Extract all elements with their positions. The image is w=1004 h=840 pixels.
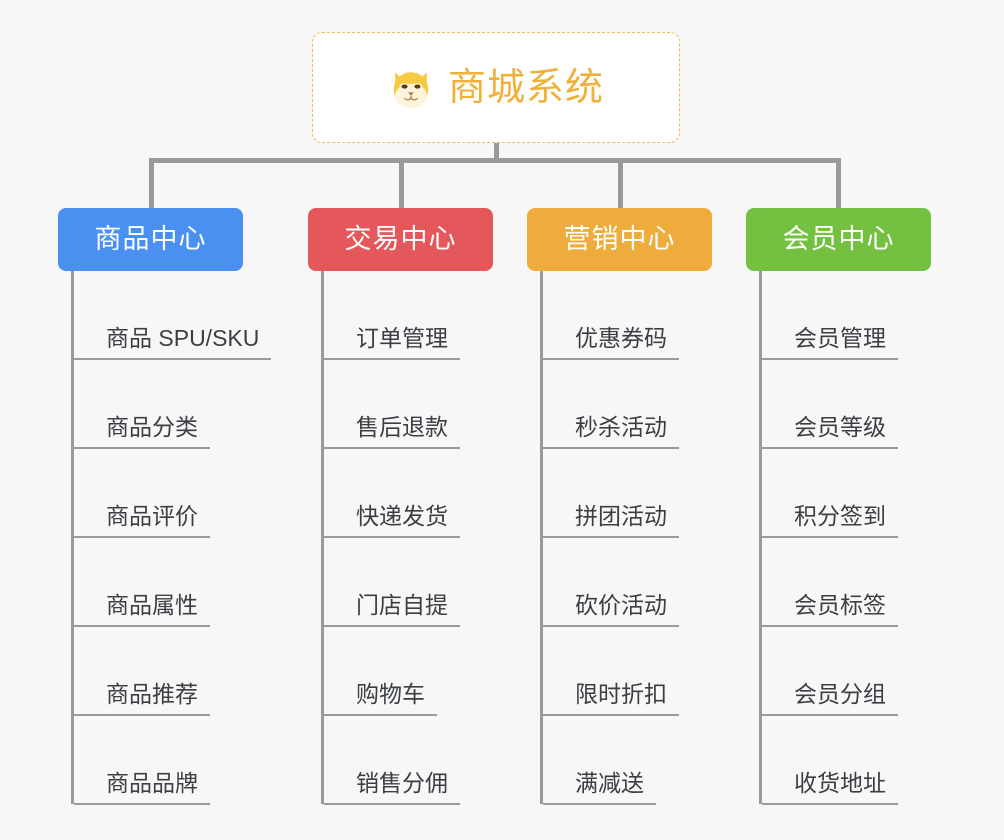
leaf-label: 会员管理: [794, 324, 886, 351]
leaf-underline: 秒杀活动: [543, 413, 679, 449]
leaf-label: 购物车: [356, 680, 425, 707]
leaf-underline: 快递发货: [324, 502, 460, 538]
leaf-label: 商品品牌: [106, 769, 198, 796]
leaf-underline: 购物车: [324, 680, 437, 716]
leaf-underline: 满减送: [543, 769, 656, 805]
leaf-item[interactable]: 订单管理: [324, 271, 460, 360]
category-box-3[interactable]: 会员中心: [746, 208, 931, 271]
category-label-0: 商品中心: [94, 224, 207, 254]
leaf-label: 门店自提: [356, 591, 448, 618]
leaf-item[interactable]: 商品属性: [74, 538, 210, 627]
leaf-label: 快递发货: [356, 502, 448, 529]
leaf-item[interactable]: 商品推荐: [74, 627, 210, 716]
leaf-spine-1: [321, 271, 324, 804]
leaf-label: 砍价活动: [575, 591, 667, 618]
leaf-item[interactable]: 砍价活动: [543, 538, 679, 627]
leaf-label: 满减送: [575, 769, 644, 796]
leaf-label: 秒杀活动: [575, 413, 667, 440]
leaf-item[interactable]: 拼团活动: [543, 449, 679, 538]
leaf-underline: 会员标签: [762, 591, 898, 627]
leaf-label: 限时折扣: [575, 680, 667, 707]
root-title: 商城系统: [447, 66, 604, 109]
connector-root-stem: [494, 143, 499, 162]
leaf-item[interactable]: 购物车: [324, 627, 437, 716]
category-box-2[interactable]: 营销中心: [527, 208, 712, 271]
leaf-underline: 会员分组: [762, 680, 898, 716]
leaf-item[interactable]: 满减送: [543, 716, 656, 805]
leaf-item[interactable]: 商品评价: [74, 449, 210, 538]
leaf-underline: 优惠券码: [543, 324, 679, 360]
leaf-label: 售后退款: [356, 413, 448, 440]
leaf-spine-0: [71, 271, 74, 804]
leaf-item[interactable]: 会员分组: [762, 627, 898, 716]
leaf-spine-2: [540, 271, 543, 804]
leaf-label: 商品 SPU/SKU: [106, 324, 260, 351]
leaf-item[interactable]: 售后退款: [324, 360, 460, 449]
category-label-3: 会员中心: [782, 224, 895, 254]
leaf-label: 商品分类: [106, 413, 198, 440]
leaf-underline: 收货地址: [762, 769, 898, 805]
leaf-item[interactable]: 会员等级: [762, 360, 898, 449]
leaf-item[interactable]: 商品分类: [74, 360, 210, 449]
leaf-underline: 会员管理: [762, 324, 898, 360]
leaf-item[interactable]: 限时折扣: [543, 627, 679, 716]
shiba-dog-icon: [388, 65, 434, 111]
leaf-label: 会员等级: [794, 413, 886, 440]
leaf-underline: 订单管理: [324, 324, 460, 360]
leaf-item[interactable]: 优惠券码: [543, 271, 679, 360]
leaf-item[interactable]: 商品 SPU/SKU: [74, 271, 272, 360]
leaf-underline: 会员等级: [762, 413, 898, 449]
leaf-label: 商品推荐: [106, 680, 198, 707]
leaf-underline: 积分签到: [762, 502, 898, 538]
leaf-underline: 售后退款: [324, 413, 460, 449]
leaf-underline: 销售分佣: [324, 769, 460, 805]
leaf-label: 商品评价: [106, 502, 198, 529]
leaf-label: 积分签到: [794, 502, 886, 529]
leaf-underline: 砍价活动: [543, 591, 679, 627]
category-box-1[interactable]: 交易中心: [308, 208, 493, 271]
leaf-underline: 商品分类: [74, 413, 210, 449]
leaf-item[interactable]: 门店自提: [324, 538, 460, 627]
leaf-underline: 商品评价: [74, 502, 210, 538]
category-label-1: 交易中心: [344, 224, 457, 254]
leaf-label: 收货地址: [794, 769, 886, 796]
connector-horizontal-bus: [149, 158, 840, 163]
connector-drop-4: [836, 158, 841, 210]
leaf-underline: 拼团活动: [543, 502, 679, 538]
category-label-2: 营销中心: [563, 224, 676, 254]
leaf-underline: 商品品牌: [74, 769, 210, 805]
leaf-underline: 门店自提: [324, 591, 460, 627]
leaf-label: 商品属性: [106, 591, 198, 618]
leaf-item[interactable]: 秒杀活动: [543, 360, 679, 449]
leaf-underline: 商品属性: [74, 591, 210, 627]
leaf-item[interactable]: 积分签到: [762, 449, 898, 538]
leaf-item[interactable]: 快递发货: [324, 449, 460, 538]
leaf-label: 优惠券码: [575, 324, 667, 351]
leaf-item[interactable]: 会员标签: [762, 538, 898, 627]
leaf-label: 拼团活动: [575, 502, 667, 529]
leaf-label: 会员标签: [794, 591, 886, 618]
leaf-underline: 限时折扣: [543, 680, 679, 716]
connector-drop-2: [399, 158, 404, 210]
connector-drop-3: [618, 158, 623, 210]
leaf-label: 销售分佣: [356, 769, 448, 796]
category-box-0[interactable]: 商品中心: [58, 208, 243, 271]
leaf-label: 会员分组: [794, 680, 886, 707]
leaf-label: 订单管理: [356, 324, 448, 351]
leaf-item[interactable]: 销售分佣: [324, 716, 460, 805]
leaf-underline: 商品 SPU/SKU: [74, 324, 272, 360]
leaf-item[interactable]: 会员管理: [762, 271, 898, 360]
leaf-underline: 商品推荐: [74, 680, 210, 716]
leaf-spine-3: [759, 271, 762, 804]
root-node-shop-system[interactable]: 商城系统: [312, 32, 680, 143]
connector-drop-1: [149, 158, 154, 210]
leaf-item[interactable]: 商品品牌: [74, 716, 210, 805]
leaf-item[interactable]: 收货地址: [762, 716, 898, 805]
